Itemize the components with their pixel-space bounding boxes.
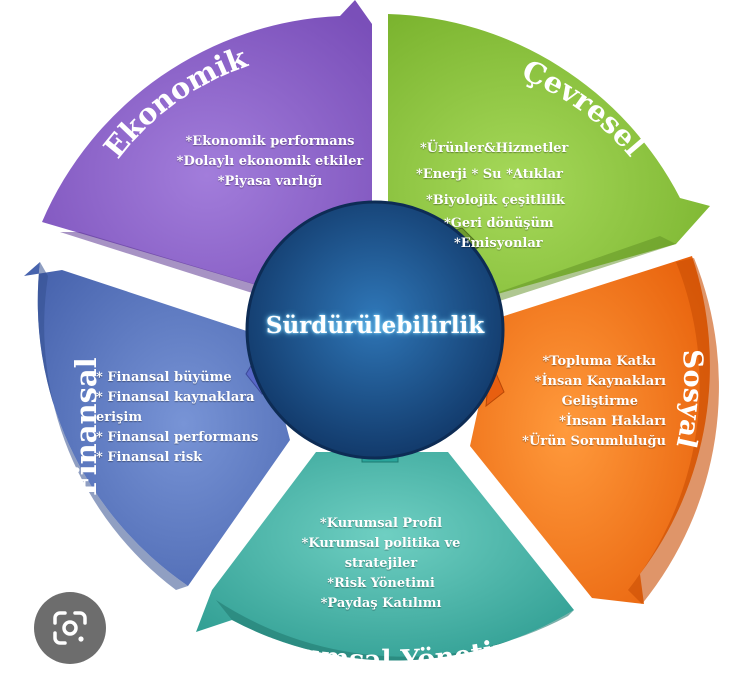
segment-ekonomik [42, 0, 372, 298]
list-item: * Finansal performans [96, 430, 259, 445]
list-item: *Kurumsal Profil [319, 516, 443, 531]
cevresel-items: *Ürünler&Hizmetler *Enerji * Su *Atıklar… [416, 136, 616, 254]
list-item: erişim [96, 410, 143, 425]
list-item: *Ürünler&Hizmetler [420, 141, 569, 156]
list-item: *Kurumsal politika ve [301, 536, 461, 551]
google-lens-icon [53, 611, 87, 645]
list-item: * Finansal büyüme [96, 370, 232, 385]
ekonomik-items: *Ekonomik performans *Dolaylı ekonomik e… [160, 132, 380, 192]
list-item: *Paydaş Katılımı [320, 596, 442, 611]
list-item: *Piyasa varlığı [217, 174, 323, 189]
sosyal-items: *Topluma Katkı *İnsan Kaynakları Gelişti… [520, 352, 666, 452]
center-circle [245, 200, 505, 460]
center-title: Sürdürülebilirlik [265, 312, 485, 339]
list-item: *İnsan Hakları [559, 414, 666, 429]
kurumsal-items: *Kurumsal Profil *Kurumsal politika ve s… [276, 514, 486, 614]
segment-finansal [24, 262, 290, 590]
list-item: *Emisyonlar [454, 236, 543, 251]
list-item: *Ekonomik performans [185, 134, 355, 149]
segment-sosyal [470, 256, 719, 604]
google-lens-button[interactable] [34, 592, 106, 664]
list-item: * Finansal risk [96, 450, 203, 465]
list-item: *Risk Yönetimi [327, 576, 435, 591]
list-item: *Dolaylı ekonomik etkiler [176, 154, 364, 169]
list-item: *İnsan Kaynakları [534, 374, 666, 389]
finansal-items: * Finansal büyüme * Finansal kaynaklara … [96, 368, 286, 468]
list-item: *Ürün Sorumluluğu [522, 434, 666, 449]
segment-cevresel [388, 14, 710, 306]
list-item: *Biyolojik çeşitlilik [426, 193, 565, 208]
list-item: *Enerji * Su *Atıklar [416, 167, 563, 182]
list-item: *Geri dönüşüm [444, 216, 554, 231]
list-item: *Topluma Katkı [542, 354, 656, 369]
segment-title-finansal: Finansal [69, 357, 103, 496]
list-item: * Finansal kaynaklara [96, 390, 255, 405]
list-item: stratejiler [344, 556, 418, 571]
segment-kurumsal [196, 452, 574, 661]
list-item: Geliştirme [561, 394, 638, 409]
